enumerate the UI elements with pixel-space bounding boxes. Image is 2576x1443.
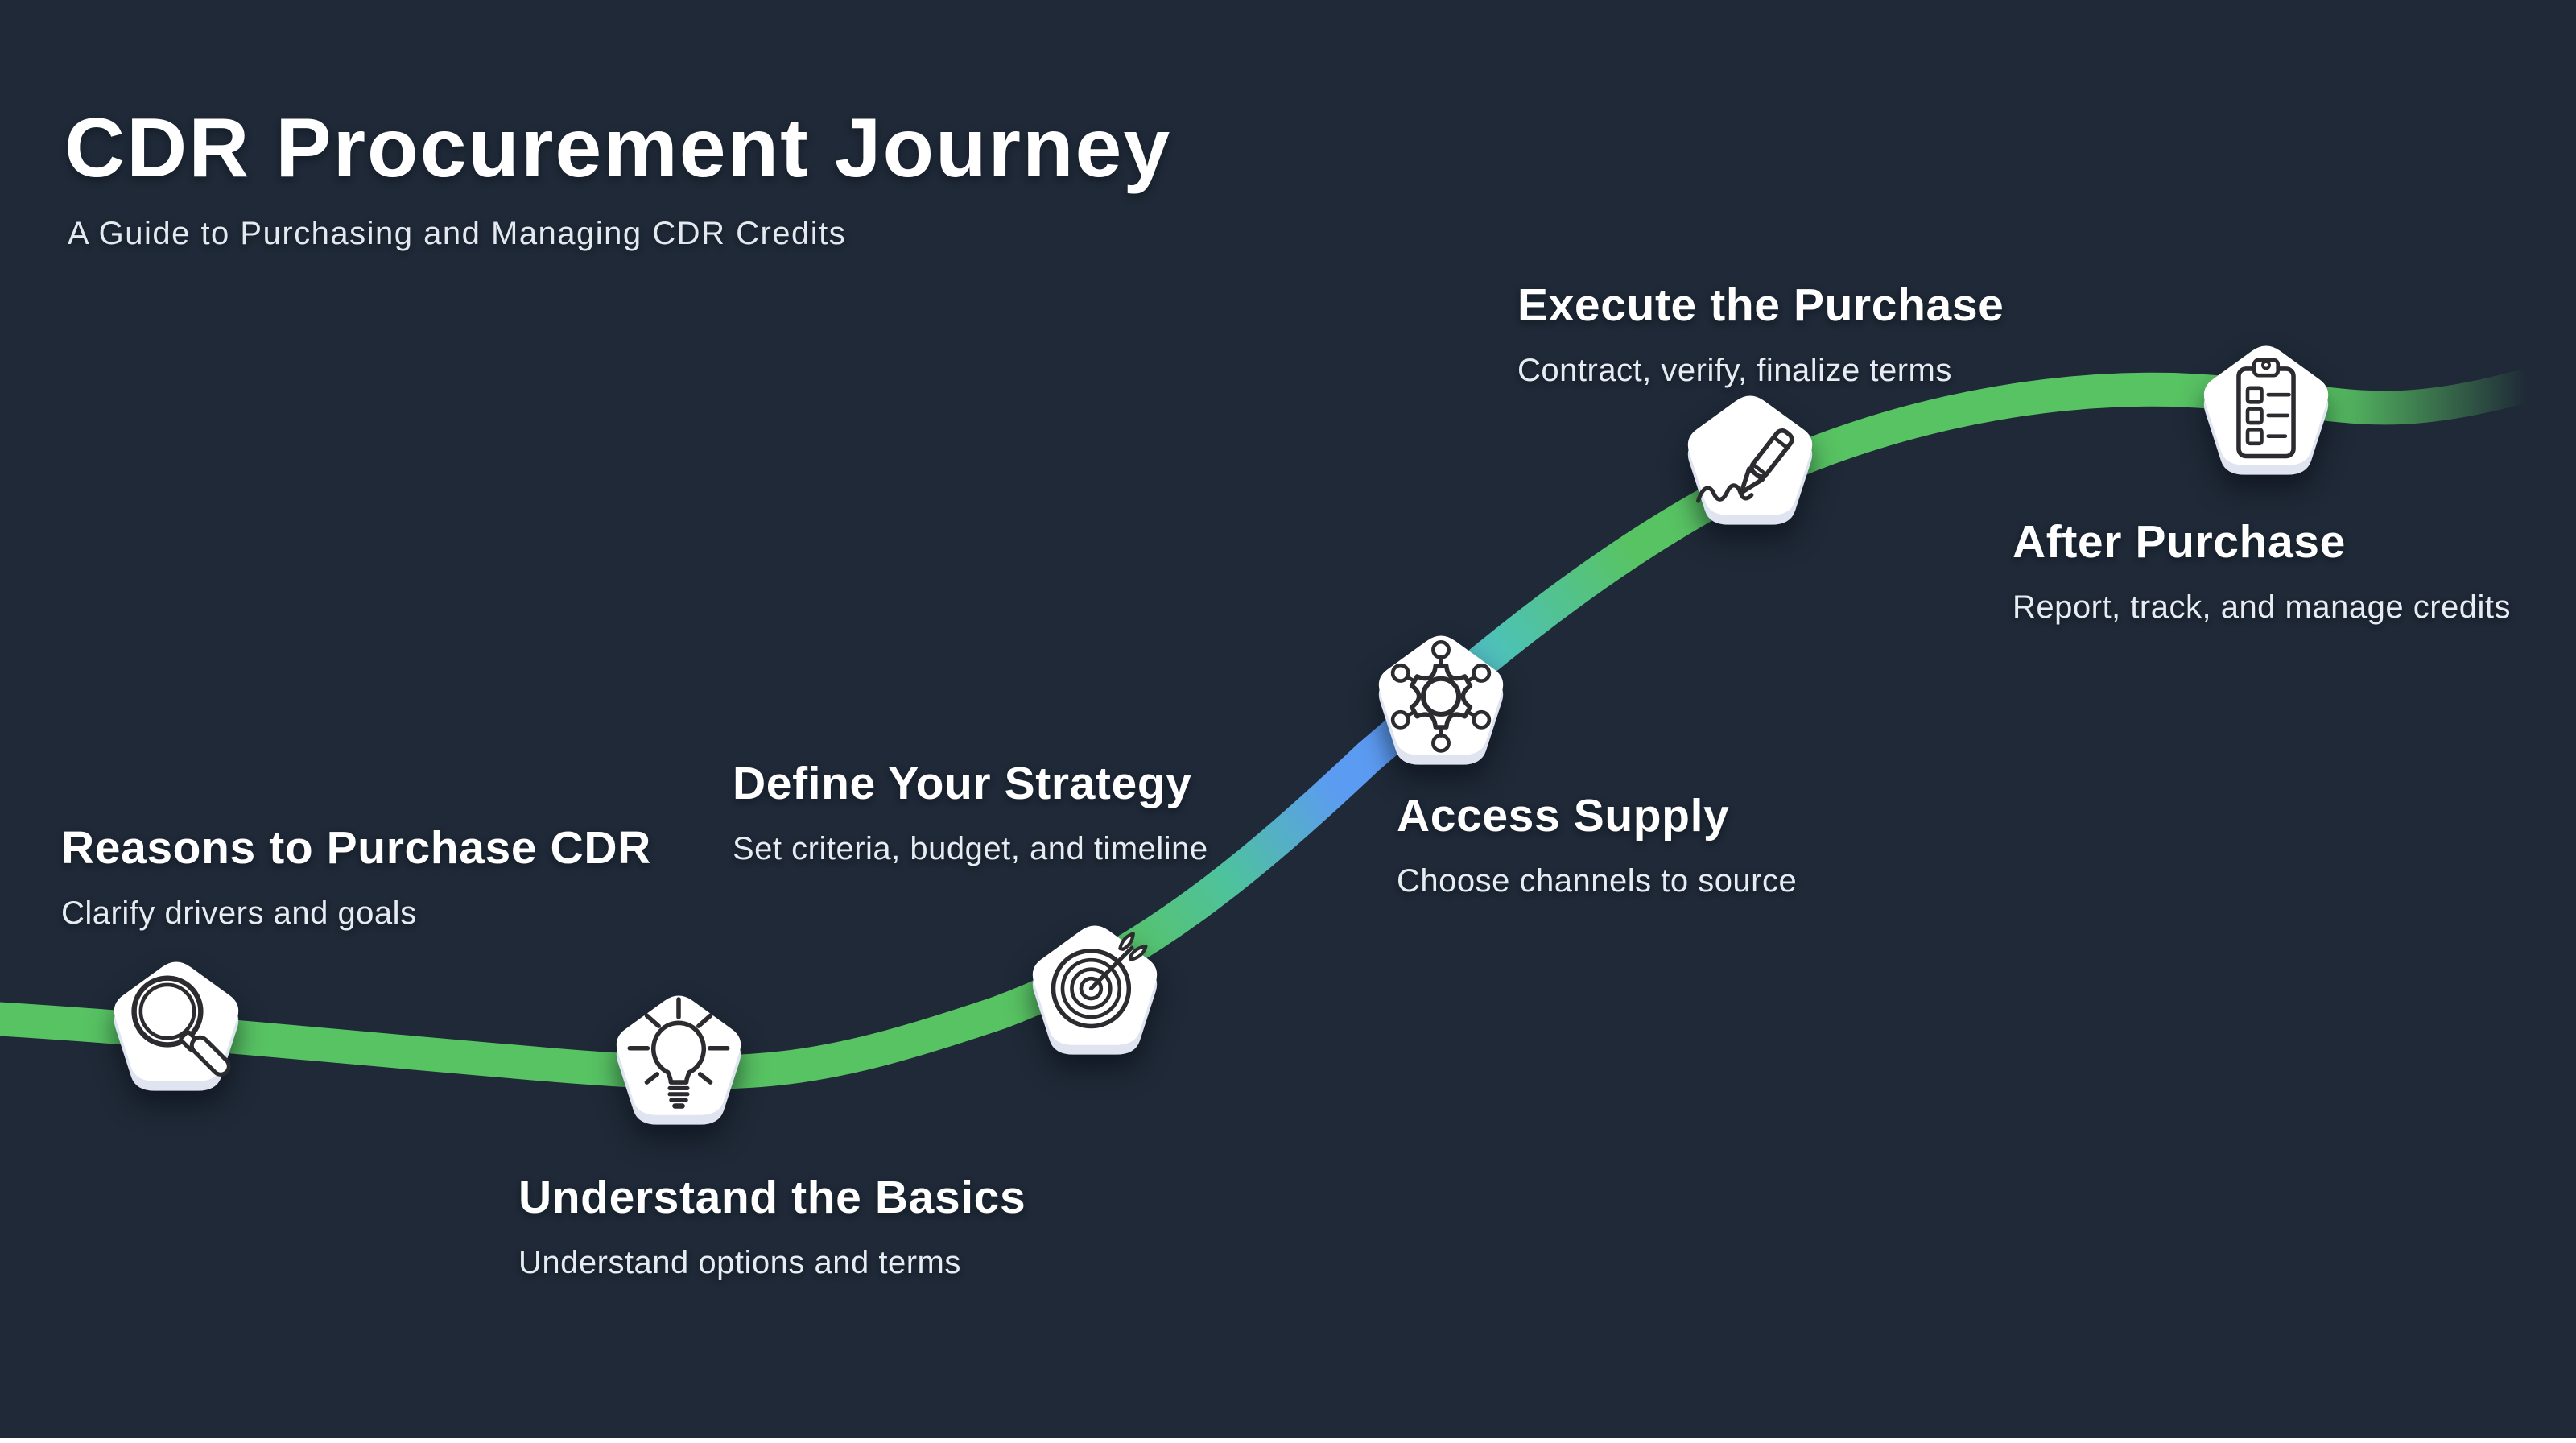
milestone-6-label: After Purchase Report, track, and manage… bbox=[2013, 516, 2512, 625]
milestone-5-label: Execute the Purchase Contract, verify, f… bbox=[1517, 279, 2004, 388]
milestone-5-badge bbox=[1676, 380, 1824, 540]
milestone-2-badge bbox=[605, 980, 753, 1139]
page-title: CDR Procurement Journey bbox=[64, 101, 1172, 195]
clipboard-icon bbox=[2236, 358, 2296, 459]
milestone-1-label: Reasons to Purchase CDR Clarify drivers … bbox=[61, 822, 651, 931]
milestone-3-badge bbox=[1021, 910, 1169, 1069]
pentagon-shape bbox=[2203, 345, 2329, 475]
journey-curve bbox=[0, 354, 2576, 1089]
milestone-title: Reasons to Purchase CDR bbox=[61, 822, 651, 874]
milestone-4-badge bbox=[1367, 620, 1515, 779]
milestone-title: After Purchase bbox=[2013, 516, 2346, 568]
milestone-description: Understand options and terms bbox=[518, 1244, 961, 1280]
pen-icon bbox=[1696, 428, 1794, 503]
milestone-title: Understand the Basics bbox=[518, 1172, 1026, 1223]
milestone-3-label: Define Your Strategy Set criteria, budge… bbox=[733, 758, 1208, 866]
milestone-description: Clarify drivers and goals bbox=[61, 895, 417, 931]
path-fade-overlay bbox=[2310, 290, 2576, 499]
milestone-title: Access Supply bbox=[1397, 790, 1730, 841]
network-icon bbox=[1390, 639, 1492, 753]
pentagon-shape bbox=[1687, 395, 1813, 525]
milestone-title: Execute the Purchase bbox=[1517, 279, 2004, 331]
target-icon bbox=[1051, 932, 1148, 1029]
milestone-6-badge bbox=[2192, 330, 2340, 490]
milestone-title: Define Your Strategy bbox=[733, 758, 1192, 809]
page-subtitle: A Guide to Purchasing and Managing CDR C… bbox=[68, 216, 847, 252]
milestone-description: Contract, verify, finalize terms bbox=[1517, 352, 1952, 388]
bottom-bar bbox=[0, 1438, 2576, 1443]
milestone-description: Set criteria, budget, and timeline bbox=[733, 830, 1208, 866]
pentagon-shape bbox=[616, 995, 741, 1125]
pentagon-shape bbox=[1378, 635, 1504, 765]
lightbulb-icon bbox=[627, 997, 730, 1109]
milestone-2-label: Understand the Basics Understand options… bbox=[518, 1172, 1026, 1280]
milestone-4-label: Access Supply Choose channels to source bbox=[1397, 790, 1798, 899]
milestone-description: Report, track, and manage credits bbox=[2013, 589, 2512, 625]
milestone-description: Choose channels to source bbox=[1397, 862, 1798, 899]
header: CDR Procurement Journey A Guide to Purch… bbox=[64, 103, 1171, 252]
milestone-1-badge bbox=[102, 946, 250, 1106]
magnifier-icon bbox=[131, 975, 231, 1077]
